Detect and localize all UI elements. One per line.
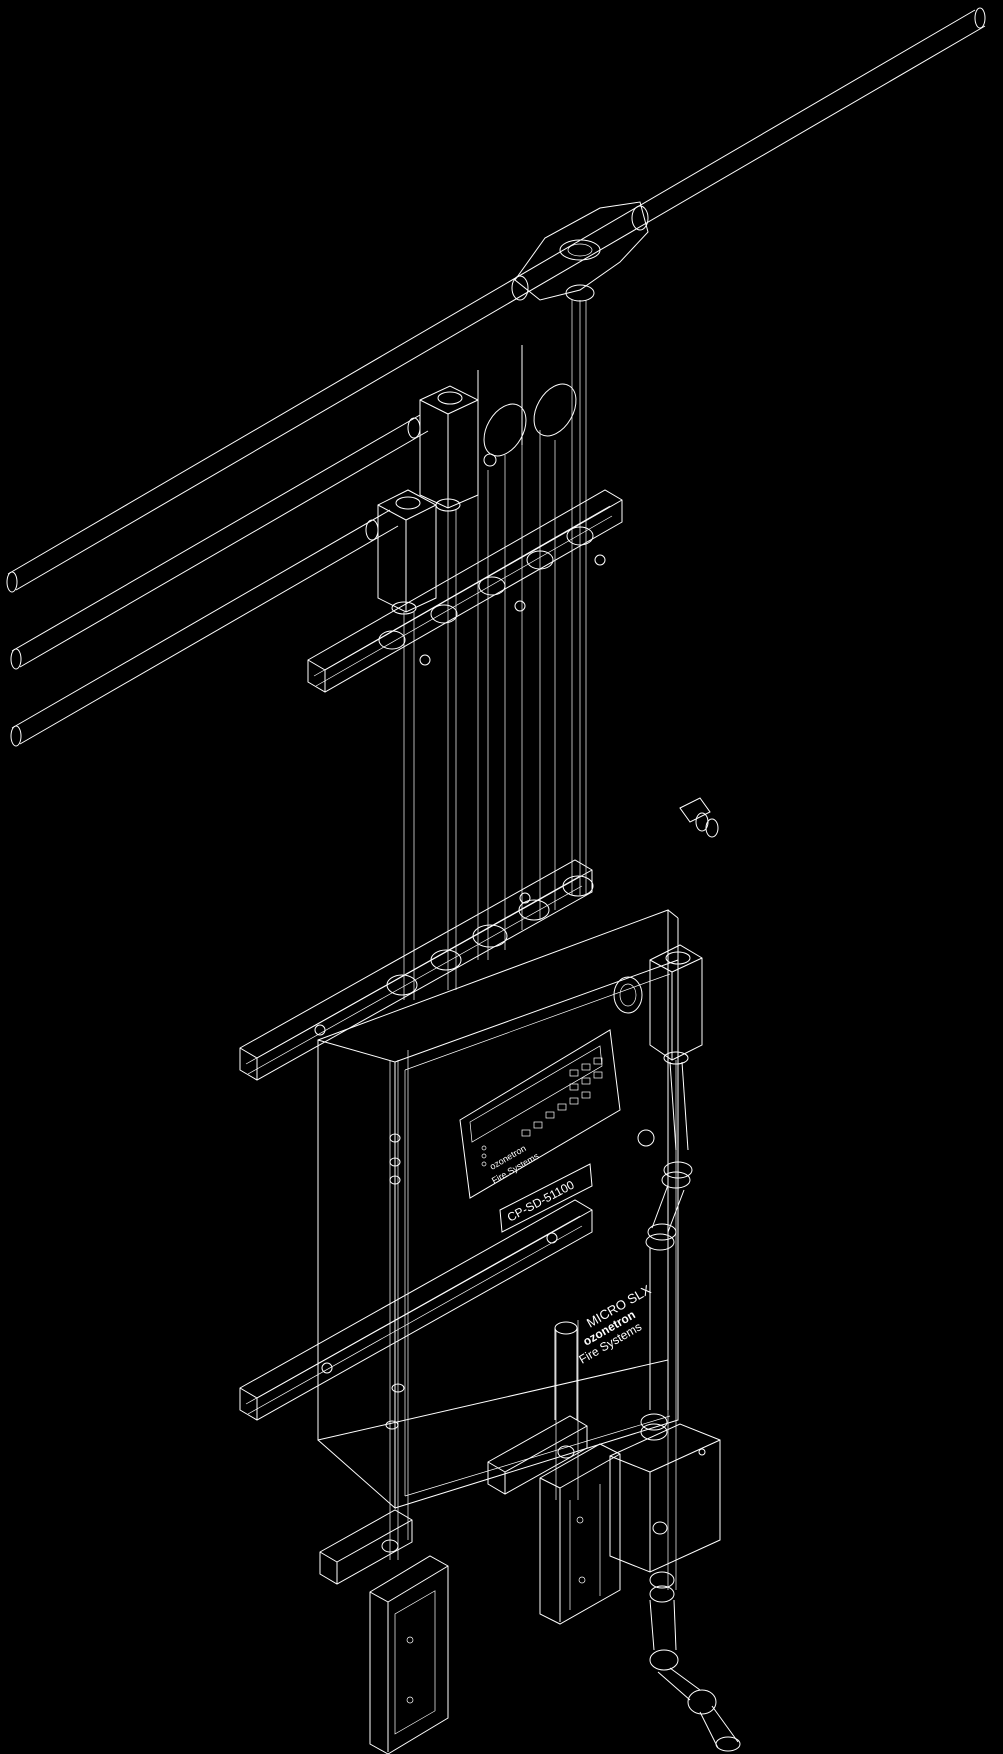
tee-fitting — [511, 201, 649, 302]
strut-channel-lower-panel — [239, 1199, 593, 1421]
bracket-bottom-middle — [487, 1415, 588, 1495]
right-conduit — [645, 1061, 693, 1410]
sensor-box-bottom-middle — [539, 1443, 621, 1625]
display-module — [459, 1029, 621, 1233]
pipe-second — [10, 414, 429, 670]
junction-box — [609, 1413, 721, 1573]
assembly-guide-lines — [317, 300, 677, 1590]
sensor-box-bottom-left — [369, 1555, 449, 1754]
pipe-main-top — [6, 7, 986, 593]
valve-box-upper-2 — [365, 489, 437, 615]
right-valve-box — [613, 944, 703, 1065]
bottom-left-pipe-stub — [385, 1383, 405, 1430]
pipe-third — [10, 509, 399, 747]
bracket-bottom-left — [319, 1509, 413, 1585]
panel-indicator — [637, 1129, 655, 1147]
flex-conduit-bottom — [649, 1571, 741, 1752]
gasket-discs — [477, 345, 577, 470]
screw-assembly — [679, 797, 719, 838]
middle-rail-fittings — [314, 875, 594, 1036]
vertical-pipe-stub — [554, 1321, 578, 1420]
keypad-buttons — [481, 1057, 603, 1167]
